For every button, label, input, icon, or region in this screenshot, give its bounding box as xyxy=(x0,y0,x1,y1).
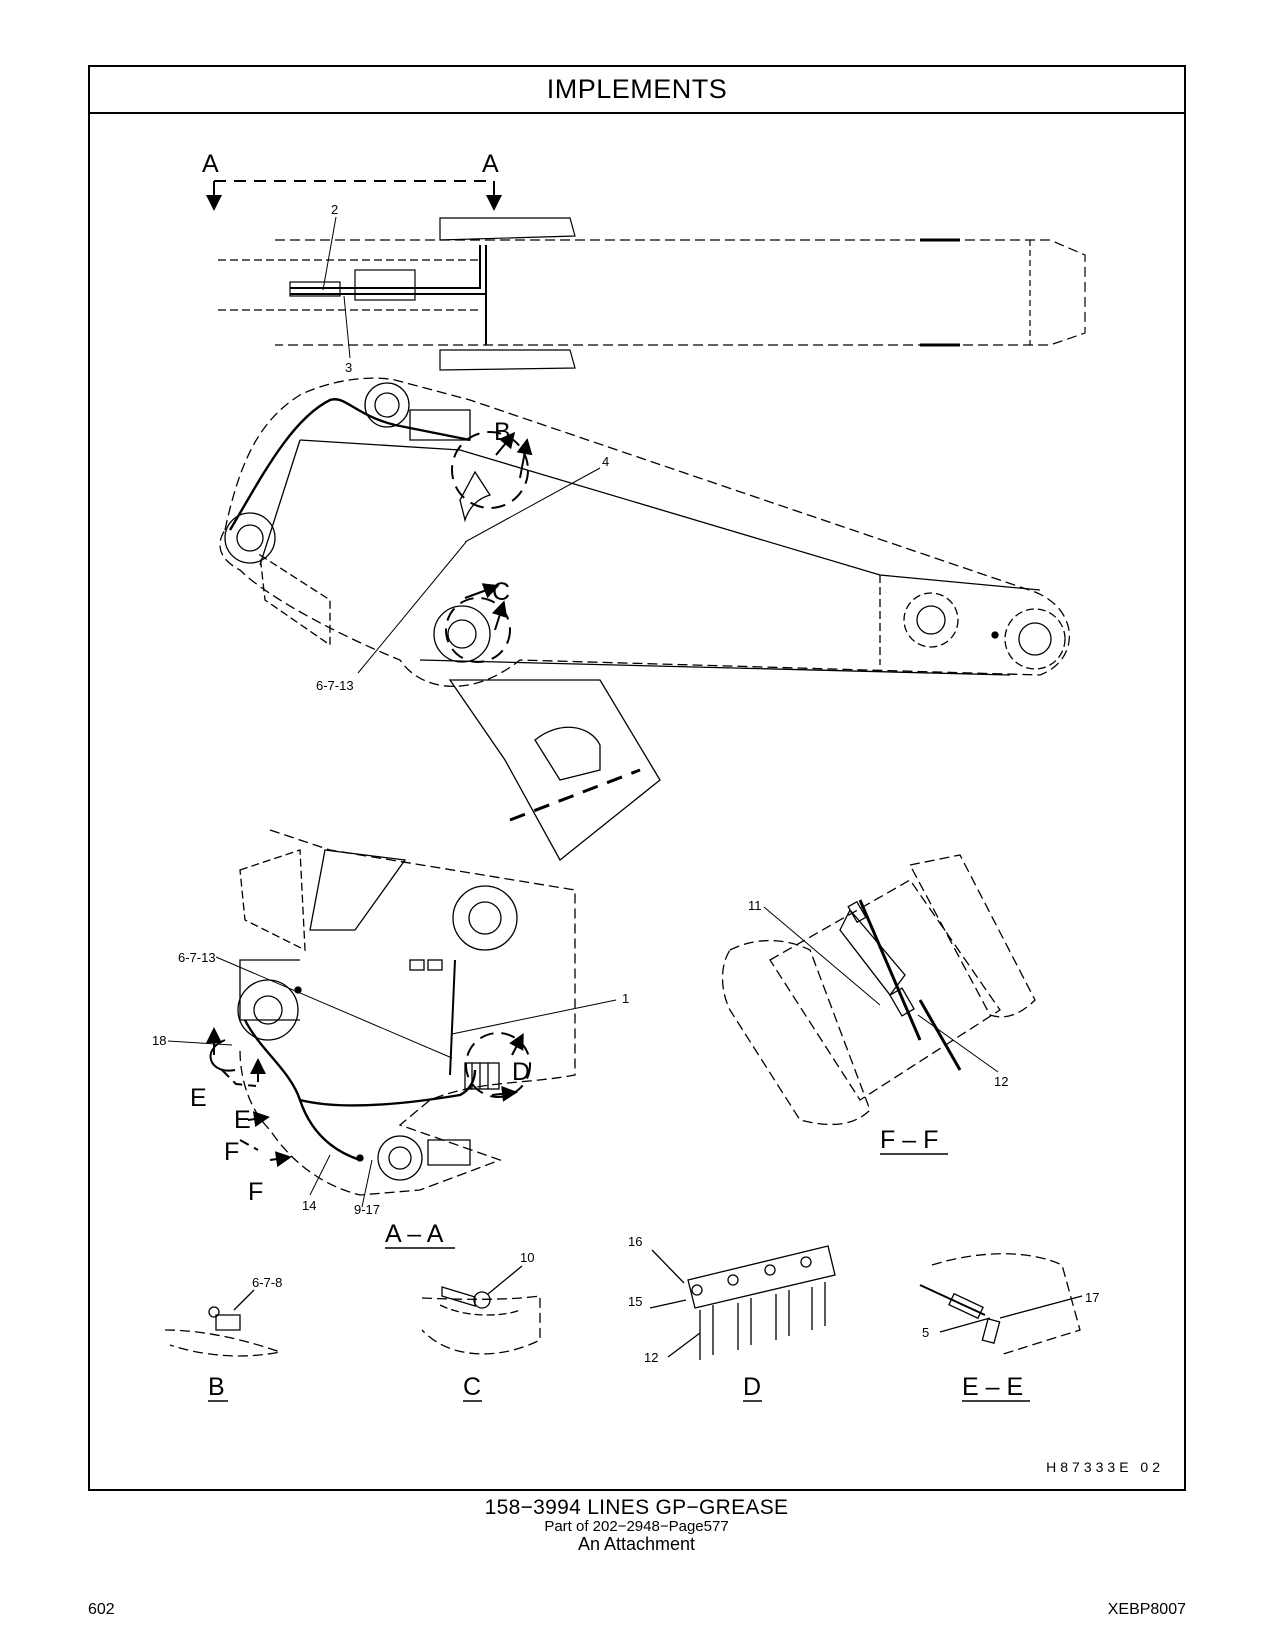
document-number: XEBP8007 xyxy=(1107,1601,1186,1618)
caption-subtitle: Part of 202−2948−Page577 xyxy=(544,1518,729,1535)
view-label-c: C xyxy=(463,1373,481,1401)
view-label-ff: F – F xyxy=(880,1126,938,1154)
detail-marker-f2: F xyxy=(248,1178,263,1206)
ff-detail xyxy=(721,854,1036,1126)
figure-caption: 158−3994 LINES GP−GREASE Part of 202−294… xyxy=(0,1497,1273,1553)
detail-marker-e1: E xyxy=(190,1084,207,1112)
stick-detail-circles xyxy=(445,431,529,663)
view-label-aa: A – A xyxy=(385,1220,444,1248)
section-aa-leaders xyxy=(167,956,617,1208)
detail-ee xyxy=(919,1253,1083,1356)
section-marker-a-left: A xyxy=(202,150,219,178)
view-label-b: B xyxy=(208,1373,225,1401)
callout-11: 11 xyxy=(748,898,762,913)
callout-18: 18 xyxy=(152,1033,166,1048)
callout-4: 4 xyxy=(602,454,609,469)
callout-12-d: 12 xyxy=(644,1350,658,1365)
top-view-boom xyxy=(206,180,1086,371)
detail-marker-b: B xyxy=(494,418,511,446)
view-label-d: D xyxy=(743,1373,761,1401)
section-aa-markers xyxy=(206,1027,531,1168)
callout-9-17: 9-17 xyxy=(354,1202,380,1217)
callout-1: 1 xyxy=(622,991,629,1006)
callout-15: 15 xyxy=(628,1294,642,1309)
callout-14: 14 xyxy=(302,1198,316,1213)
figure-code: H87333E 02 xyxy=(1046,1459,1164,1475)
callout-6-7-13-lower: 6-7-13 xyxy=(178,950,216,965)
callout-16: 16 xyxy=(628,1234,642,1249)
section-marker-a-right: A xyxy=(482,150,499,178)
caption-attachment: An Attachment xyxy=(577,1534,696,1554)
detail-marker-c: C xyxy=(492,578,510,606)
stick-side-view xyxy=(219,377,1071,861)
d-fittings xyxy=(699,1282,826,1360)
detail-c xyxy=(421,1265,541,1355)
callout-17: 17 xyxy=(1085,1290,1099,1305)
callout-6-7-13-top: 6-7-13 xyxy=(316,678,354,693)
callout-2: 2 xyxy=(331,202,338,217)
page-number: 602 xyxy=(88,1601,115,1618)
top-view-leaders xyxy=(322,216,351,359)
ff-leaders xyxy=(763,906,999,1073)
detail-marker-f1: F xyxy=(224,1138,239,1166)
detail-marker-e2: E xyxy=(234,1106,251,1134)
page-title: IMPLEMENTS xyxy=(90,67,1184,114)
callout-10: 10 xyxy=(520,1250,534,1265)
view-label-ee: E – E xyxy=(962,1373,1023,1401)
detail-marker-d: D xyxy=(512,1058,530,1086)
callout-3: 3 xyxy=(345,360,352,375)
callout-12-ff: 12 xyxy=(994,1074,1008,1089)
detail-b xyxy=(164,1289,283,1357)
callout-5: 5 xyxy=(922,1325,929,1340)
callout-6-7-8: 6-7-8 xyxy=(252,1275,282,1290)
caption-title: 158−3994 LINES GP−GREASE xyxy=(484,1496,789,1519)
stick-leaders xyxy=(357,431,601,674)
detail-d xyxy=(649,1245,836,1360)
section-aa-view xyxy=(209,829,576,1196)
figure-frame: IMPLEMENTS H87333E 02 xyxy=(88,65,1186,1491)
